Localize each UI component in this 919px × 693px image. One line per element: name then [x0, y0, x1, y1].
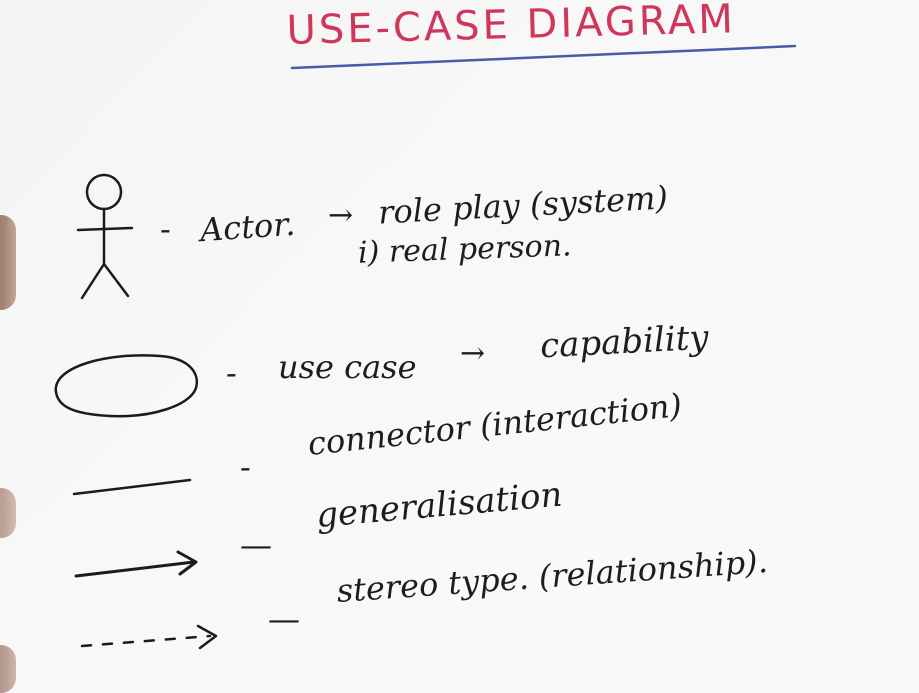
finger-shadow [0, 645, 16, 693]
legend-arrow: → [460, 336, 486, 371]
use-case-label: use case [278, 348, 417, 386]
use-case-note: capability [539, 317, 710, 367]
actor-note: role play (system) [377, 178, 669, 232]
legend-dash: — [240, 526, 272, 564]
actor-note-secondary: i) real person. [357, 228, 573, 271]
actor-stick-figure-icon [76, 173, 134, 300]
finger-shadow [0, 488, 16, 538]
legend-dash: - [160, 210, 171, 248]
legend-arrow: → [328, 198, 354, 233]
generalisation-arrow-icon [74, 550, 198, 578]
title-underline [290, 44, 797, 70]
stereotype-dashed-arrow-icon [80, 624, 218, 650]
generalisation-label: generalisation [314, 474, 564, 536]
stereotype-label: stereo type. (relationship). [335, 541, 769, 610]
connector-label: connector (interaction) [306, 385, 684, 463]
finger-shadow [0, 215, 16, 310]
use-case-ellipse-icon [54, 354, 199, 418]
legend-dash: — [268, 600, 300, 638]
actor-label: Actor. [198, 204, 297, 250]
connector-line-icon [72, 478, 192, 496]
legend-dash: - [226, 354, 237, 392]
legend-dash: - [240, 448, 251, 486]
